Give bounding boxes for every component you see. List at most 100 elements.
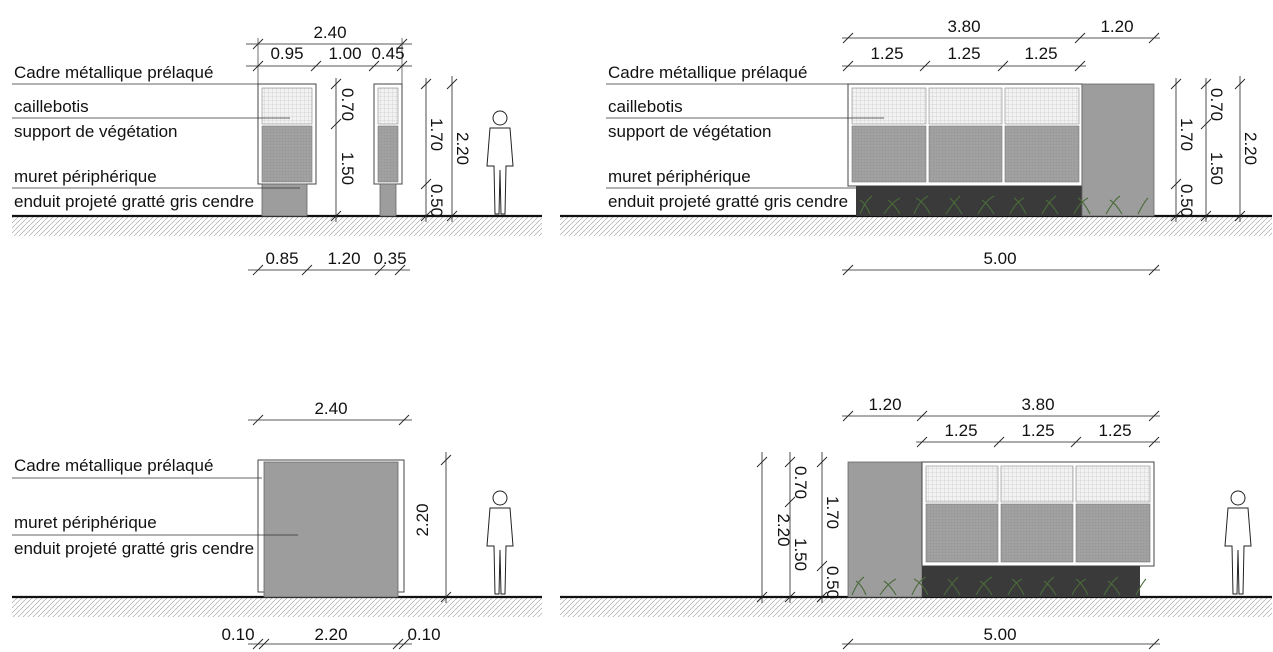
dim-label: 1.50 (791, 538, 810, 571)
vegetation-support (377, 125, 399, 183)
dimension-chain-vertical: 1.70 0.50 0.70 1.50 2.20 (1170, 76, 1260, 222)
dim-label: 0.35 (373, 249, 406, 268)
label-render: enduit projeté gratté gris cendre (14, 539, 254, 558)
dim-label: 1.70 (427, 118, 446, 151)
dim-label: 2.40 (314, 399, 347, 418)
vegetation-support (1075, 503, 1151, 563)
label-render: enduit projeté gratté gris cendre (14, 192, 254, 211)
dim-label: 1.25 (1021, 421, 1054, 440)
vegetation-band (851, 576, 1147, 596)
perimeter-wall (379, 183, 397, 217)
vegetation-support (851, 125, 927, 183)
vegetation-support (1004, 125, 1080, 183)
elevation-top-right: Cadre métallique prélaqué caillebotis su… (560, 17, 1272, 276)
dimension-chain-vertical: 2.20 0.70 1.50 1.70 0.50 (756, 452, 842, 603)
dim-label: 0.50 (1177, 184, 1196, 217)
dimension-chain-bottom: 0.85 1.20 0.35 (248, 249, 410, 276)
vegetation-support (928, 125, 1003, 183)
dim-label: 0.70 (338, 88, 357, 121)
dim-label: 1.20 (327, 249, 360, 268)
dim-label: 0.95 (270, 44, 303, 63)
dim-label: 0.50 (823, 566, 842, 599)
dim-label: 1.00 (328, 44, 361, 63)
dim-label: 2.20 (453, 132, 472, 165)
grating (261, 87, 313, 125)
dim-label: 2.20 (1241, 132, 1260, 165)
solid-panel (847, 461, 923, 598)
label-wall: muret périphérique (608, 167, 751, 186)
elevation-bottom-right: 1.20 3.80 1.25 1.25 1.25 2.20 0.70 1.50 … (560, 395, 1272, 650)
dim-label: 1.25 (1098, 421, 1131, 440)
dimension-chain-top: 1.20 3.80 1.25 1.25 1.25 (842, 395, 1160, 448)
grating (377, 87, 399, 125)
dim-label: 5.00 (983, 625, 1016, 644)
vegetation-band (859, 195, 1149, 215)
section-top-left: Cadre métallique prélaqué caillebotis su… (12, 23, 542, 276)
dimension-chain-bottom: 0.10 2.20 0.10 (221, 625, 441, 650)
label-render: enduit projeté gratté gris cendre (608, 192, 848, 211)
scale-figure (1224, 490, 1252, 595)
dim-label: 3.80 (1021, 395, 1054, 414)
grating (925, 465, 999, 503)
scale-figure (486, 490, 514, 595)
dim-label: 2.20 (774, 513, 793, 546)
vegetation-support (925, 503, 999, 563)
grating (851, 87, 927, 125)
grating (1075, 465, 1151, 503)
ground-hatch (12, 216, 542, 236)
label-frame: Cadre métallique prélaqué (14, 63, 213, 82)
dim-label: 3.80 (947, 17, 980, 36)
perimeter-wall (261, 183, 308, 217)
ground-hatch (560, 597, 1272, 617)
dim-label: 1.25 (944, 421, 977, 440)
ground-hatch (560, 216, 1272, 236)
dim-label: 1.20 (868, 395, 901, 414)
dim-label: 1.25 (870, 44, 903, 63)
perimeter-wall (263, 461, 399, 598)
dim-label: 0.70 (791, 466, 810, 499)
dim-label: 5.00 (983, 249, 1016, 268)
label-wall: muret périphérique (14, 167, 157, 186)
dimension-chain-vertical: 0.70 1.50 1.70 0.50 2.20 (330, 76, 472, 222)
dim-label: 1.70 (1177, 118, 1196, 151)
grating (1000, 465, 1074, 503)
grating (1004, 87, 1080, 125)
solid-panel (1081, 83, 1155, 217)
label-frame: Cadre métallique prélaqué (608, 63, 807, 82)
elevation-bottom-left: Cadre métallique prélaqué muret périphér… (12, 399, 542, 650)
scale-figure (486, 110, 514, 215)
dim-label: 1.20 (1100, 17, 1133, 36)
dim-label: 0.50 (427, 184, 446, 217)
dimension-chain-top: 2.40 0.95 1.00 0.45 (246, 23, 412, 84)
label-grating: caillebotis (608, 97, 683, 116)
dim-label: 2.40 (313, 23, 346, 42)
dimension-chain-top: 3.80 1.20 1.25 1.25 1.25 (842, 17, 1160, 72)
label-vegetation-support: support de végétation (608, 122, 772, 141)
vegetation-support (261, 125, 313, 183)
dim-label: 1.25 (1024, 44, 1057, 63)
grating (928, 87, 1003, 125)
vegetation-support (1000, 503, 1074, 563)
dimension-chain-top: 2.40 (248, 399, 412, 426)
dim-label: 1.50 (1207, 152, 1226, 185)
dim-label: 1.50 (338, 152, 357, 185)
label-frame: Cadre métallique prélaqué (14, 456, 213, 475)
dimension-chain-bottom: 5.00 (842, 625, 1160, 650)
dim-label: 0.10 (407, 625, 440, 644)
dim-label: 0.45 (371, 44, 404, 63)
dim-label: 1.25 (947, 44, 980, 63)
dim-label: 0.70 (1207, 88, 1226, 121)
dimension-chain-bottom: 5.00 (842, 249, 1160, 276)
dim-label: 0.85 (265, 249, 298, 268)
label-vegetation-support: support de végétation (14, 122, 178, 141)
perimeter-wall (922, 566, 1140, 597)
label-wall: muret périphérique (14, 513, 157, 532)
dim-label: 2.20 (314, 625, 347, 644)
dim-label: 0.10 (221, 625, 254, 644)
dimension-chain-vertical: 2.20 (413, 452, 452, 603)
label-grating: caillebotis (14, 97, 89, 116)
dim-label: 1.70 (823, 496, 842, 529)
dim-label: 2.20 (413, 503, 432, 536)
ground-hatch (12, 597, 542, 617)
